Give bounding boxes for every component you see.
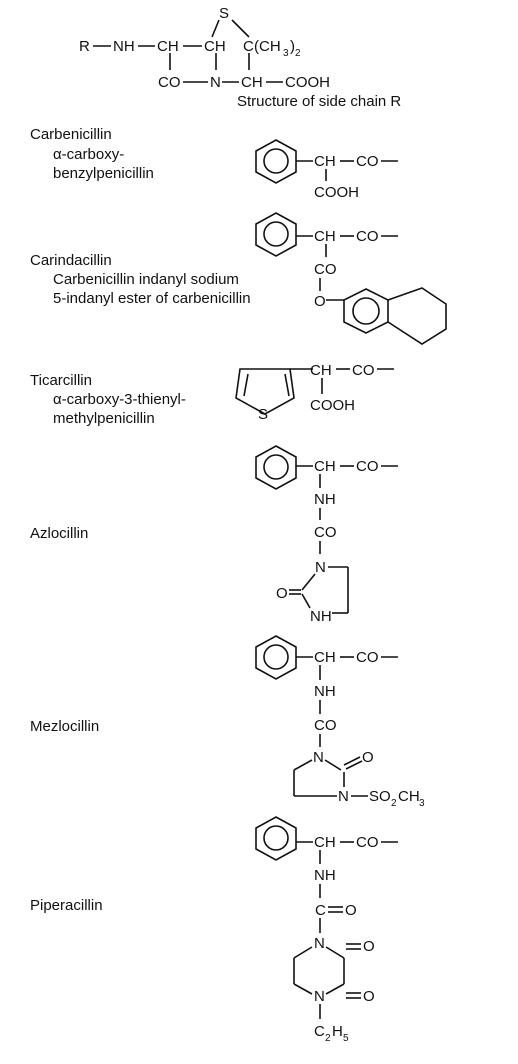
core-n: N — [210, 74, 221, 91]
core-cooh: COOH — [285, 74, 330, 91]
atom-co: CO — [356, 228, 379, 245]
compound-name-ticarcillin: Ticarcillin — [30, 372, 92, 389]
compound-synonym: 5-indanyl ester of carbenicillin — [53, 290, 251, 307]
atom-s: S — [258, 406, 268, 423]
core-caption: Structure of side chain R — [237, 93, 401, 110]
compound-synonym: benzylpenicillin — [53, 165, 154, 182]
core-c: C — [243, 38, 254, 55]
atom-ch: CH — [314, 834, 336, 851]
core-r: R — [79, 38, 90, 55]
atom-ch: CH — [310, 362, 332, 379]
atom-n: N — [338, 788, 349, 805]
atom-c: C — [315, 902, 326, 919]
atom-n: N — [313, 749, 324, 766]
atom-n: N — [315, 559, 326, 576]
compound-name-carbenicillin: Carbenicillin — [30, 126, 112, 143]
core-co: CO — [158, 74, 181, 91]
atom-ch3-sub: 3 — [419, 798, 425, 809]
atom-nh: NH — [310, 608, 332, 625]
atom-c2h5-sub2: 5 — [343, 1033, 349, 1044]
piperacillin-structure: CH CO NH C O N O O N C 2 H 5 — [255, 816, 398, 1044]
compound-synonym: α-carboxy- — [53, 146, 125, 163]
core-nh: NH — [113, 38, 135, 55]
atom-o: O — [345, 902, 357, 919]
carindacillin-structure: CH CO CO O — [255, 212, 447, 345]
atom-o: O — [276, 585, 288, 602]
atom-so2: SO — [369, 788, 391, 805]
atom-ch: CH — [314, 228, 336, 245]
atom-co: CO — [314, 261, 337, 278]
penicillin-core-structure: R NH CH CH S C (CH 3 ) 2 CO N CH COOH St… — [79, 5, 401, 110]
compound-name-azlocillin: Azlocillin — [30, 525, 89, 542]
atom-nh: NH — [314, 491, 336, 508]
atom-ch: CH — [314, 153, 336, 170]
atom-o: O — [363, 938, 375, 955]
atom-ch3: CH — [398, 788, 420, 805]
core-ch-1: CH — [157, 38, 179, 55]
compound-name-piperacillin: Piperacillin — [30, 897, 103, 914]
atom-o: O — [363, 988, 375, 1005]
ticarcillin-structure: S CH CO COOH — [235, 362, 394, 423]
compound-synonym: Carbenicillin indanyl sodium — [53, 271, 239, 288]
atom-co: CO — [356, 458, 379, 475]
atom-so2-sub: 2 — [391, 798, 397, 809]
atom-o: O — [362, 749, 374, 766]
atom-nh: NH — [314, 683, 336, 700]
atom-co: CO — [314, 524, 337, 541]
atom-cooh: COOH — [314, 184, 359, 201]
atom-c2h5-sub: 2 — [325, 1033, 331, 1044]
compound-name-mezlocillin: Mezlocillin — [30, 718, 100, 735]
atom-o: O — [314, 293, 326, 310]
compound-name-carindacillin: Carindacillin — [30, 252, 112, 269]
core-ch3-open: (CH — [254, 38, 281, 55]
compound-synonym: methylpenicillin — [53, 410, 155, 427]
core-ch-3: CH — [241, 74, 263, 91]
mezlocillin-structure: CH CO NH CO N N O SO 2 CH 3 — [255, 635, 425, 809]
atom-co: CO — [352, 362, 375, 379]
atom-n: N — [314, 935, 325, 952]
azlocillin-structure: CH CO NH CO N NH O — [255, 445, 398, 625]
atom-ch: CH — [314, 458, 336, 475]
atom-n: N — [314, 988, 325, 1005]
atom-cooh: COOH — [310, 397, 355, 414]
atom-ch: CH — [314, 649, 336, 666]
carbenicillin-structure: CH CO COOH — [255, 139, 398, 201]
core-ch3-sub: 3 — [283, 48, 289, 59]
core-ch3-sub2: 2 — [295, 48, 301, 59]
atom-co: CO — [314, 717, 337, 734]
atom-c2h5-c: C — [314, 1023, 325, 1040]
core-ch-2: CH — [204, 38, 226, 55]
core-s: S — [219, 5, 229, 22]
compound-synonym: α-carboxy-3-thienyl- — [53, 391, 186, 408]
atom-co: CO — [356, 153, 379, 170]
atom-nh: NH — [314, 867, 336, 884]
atom-c2h5-h: H — [332, 1023, 343, 1040]
atom-co: CO — [356, 834, 379, 851]
atom-co: CO — [356, 649, 379, 666]
core-ch3-close: ) — [290, 38, 295, 55]
